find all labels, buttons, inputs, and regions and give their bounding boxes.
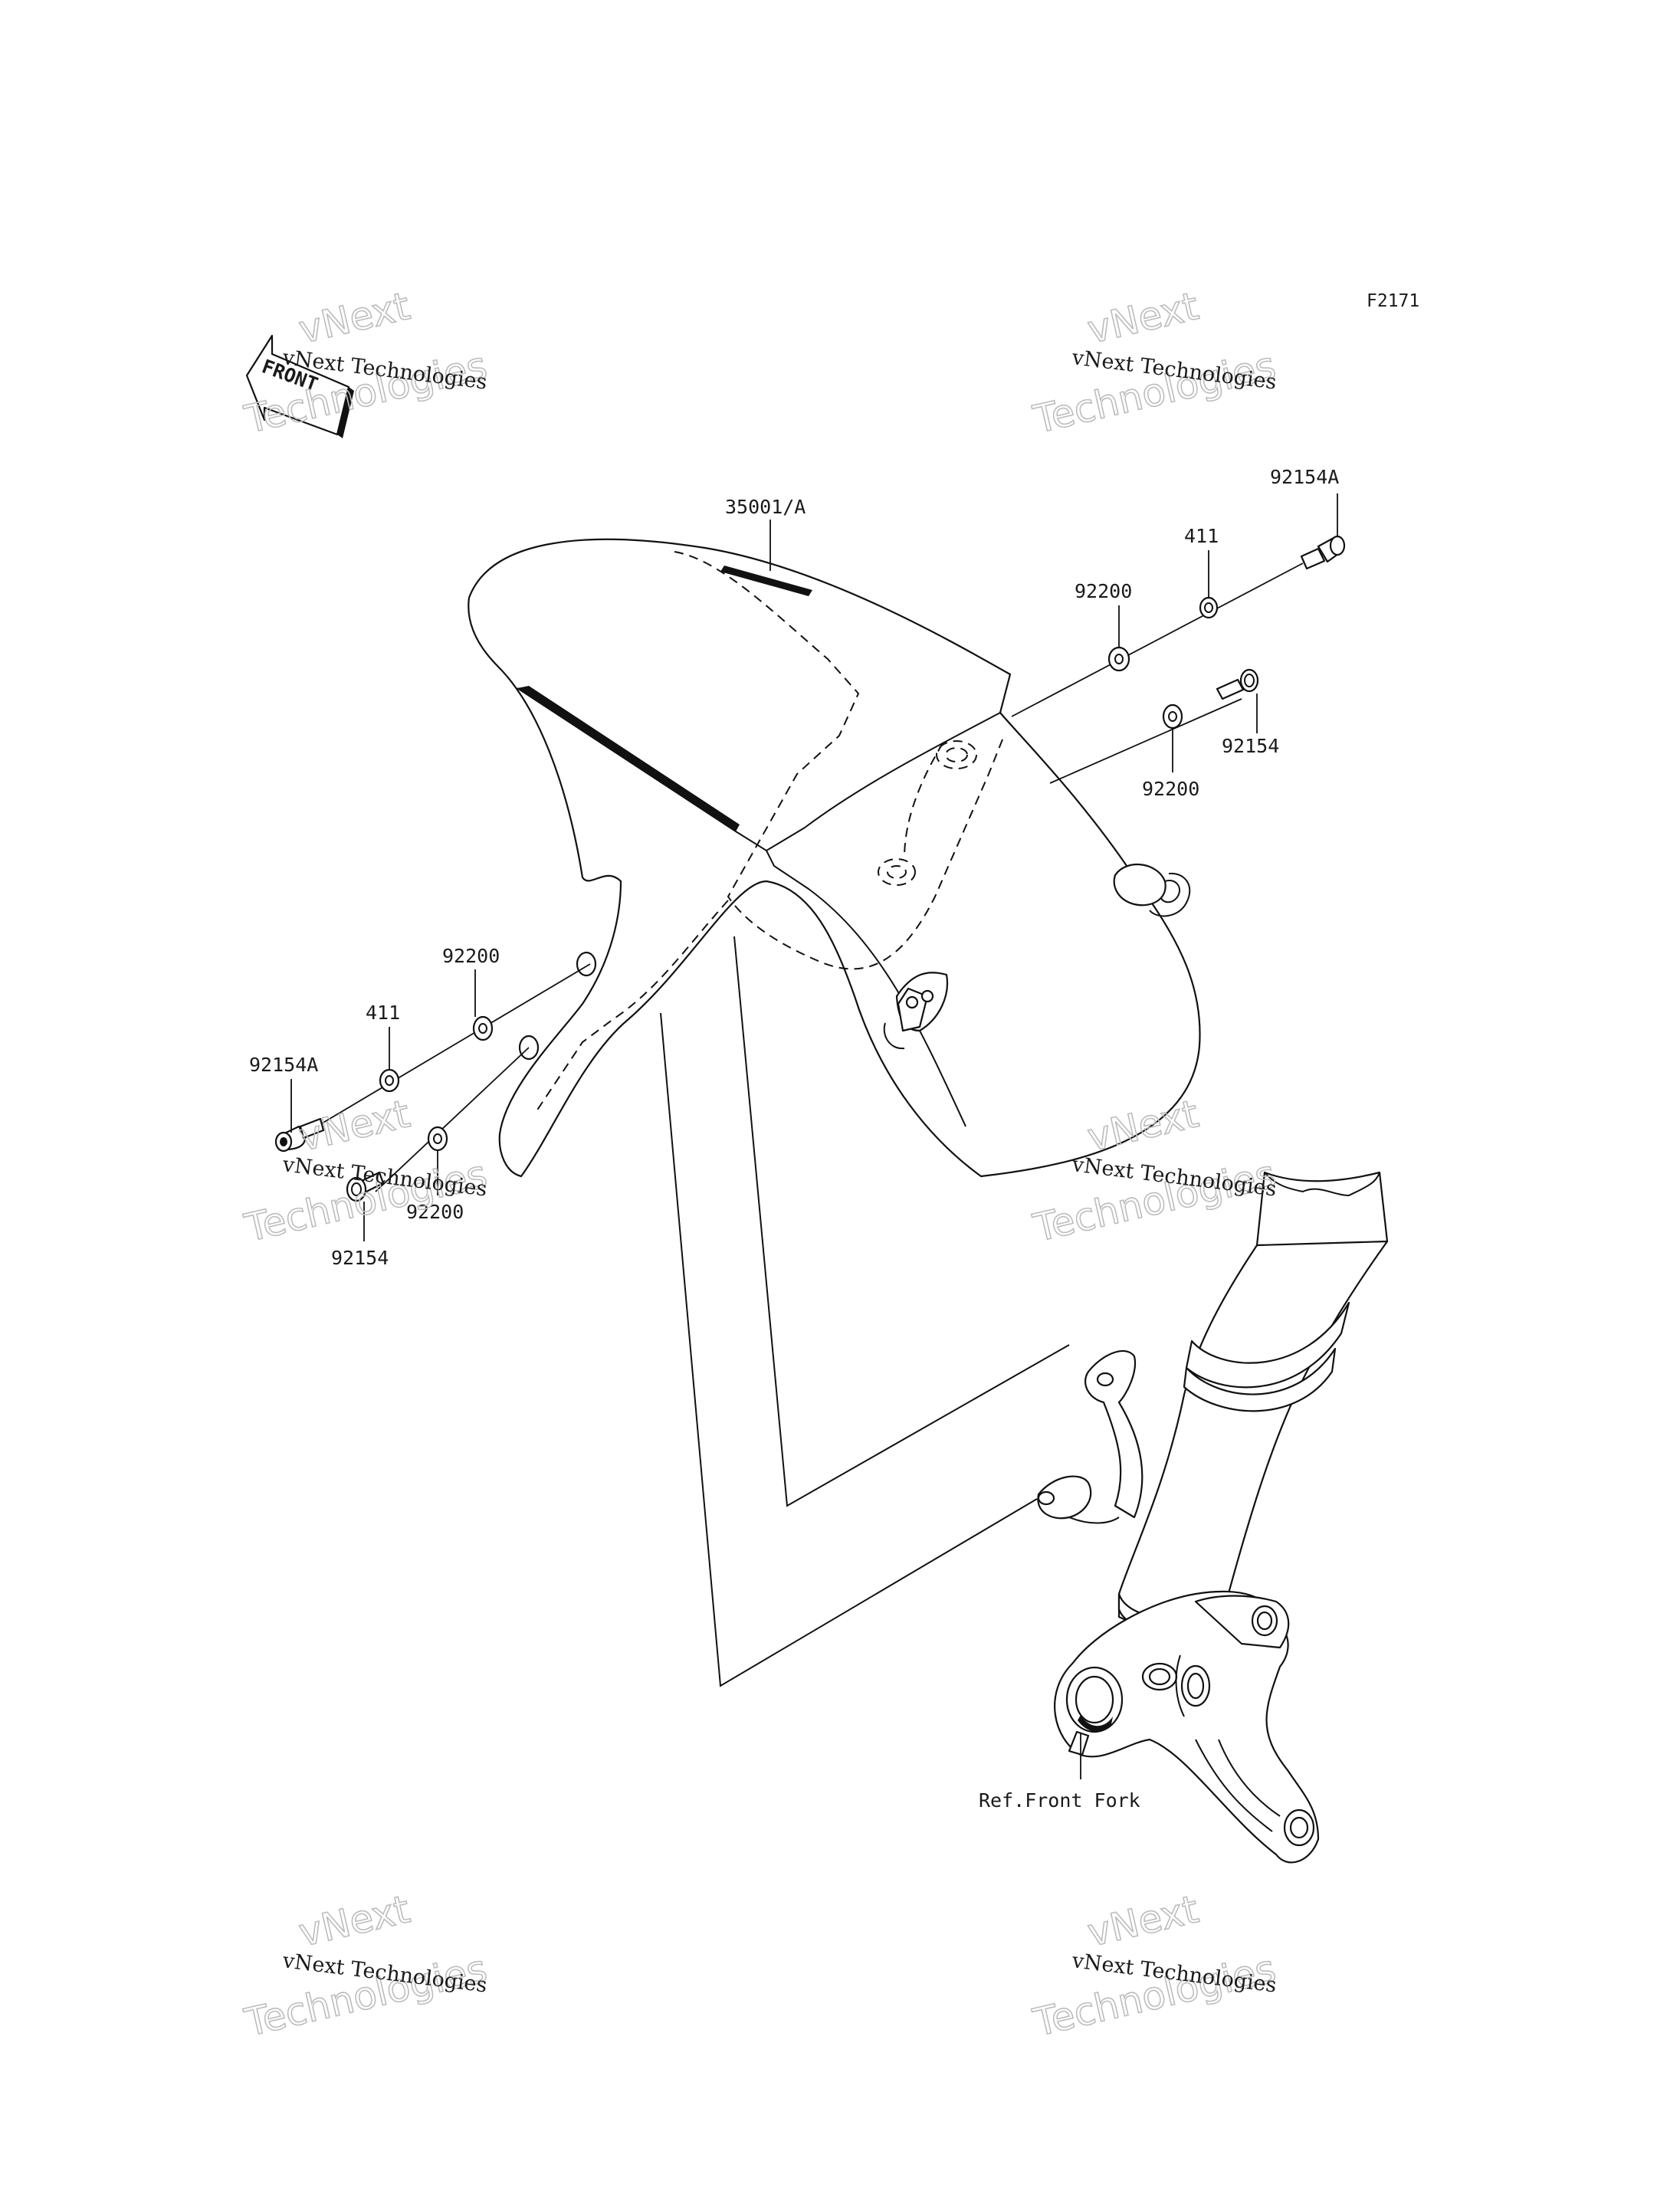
label-ref-front-fork: Ref.Front Fork: [979, 1789, 1140, 1812]
label-92200-left-lower: 92200: [406, 1201, 464, 1223]
watermark-mid-left: vNext Technologies vNext Technologies: [240, 1091, 492, 1251]
label-411-left: 411: [366, 1002, 400, 1024]
svg-text:vNext: vNext: [295, 1091, 414, 1159]
diagram-code: F2171: [1367, 291, 1419, 311]
watermark-bottom-right: vNext Technologies vNext Technologies: [1029, 1887, 1281, 2046]
label-92154a-left: 92154A: [249, 1054, 318, 1076]
watermark-top-right: vNext Technologies vNext Technologies: [1029, 284, 1281, 443]
fastener-group-top: [1011, 535, 1346, 784]
label-92154-top: 92154: [1222, 735, 1279, 757]
watermark-bottom-left: vNext Technologies vNext Technologies: [240, 1887, 492, 2046]
bolt-92154a-left: [274, 1117, 325, 1153]
svg-text:vNext: vNext: [1084, 1887, 1203, 1955]
washer-92200-left-lower: [427, 1126, 448, 1152]
label-92200-top-upper: 92200: [1075, 580, 1132, 602]
collar-411-left: [379, 1068, 400, 1093]
bolt-92154a-top: [1300, 535, 1346, 570]
bolt-92154-top: [1216, 668, 1259, 700]
front-fender: [468, 538, 1201, 1178]
label-411-top: 411: [1184, 525, 1219, 547]
washer-92200-top-lower: [1162, 703, 1183, 730]
svg-text:vNext: vNext: [295, 284, 414, 352]
svg-text:vNext: vNext: [1084, 284, 1203, 352]
bolt-92154-left: [346, 1171, 385, 1202]
label-92154-left: 92154: [331, 1247, 389, 1269]
label-leaders: [290, 494, 1338, 1779]
label-92154a-top: 92154A: [1270, 466, 1339, 488]
fork-outline: [660, 936, 1070, 1687]
label-92200-left-upper: 92200: [442, 945, 500, 967]
fastener-group-left: [274, 963, 591, 1202]
svg-text:vNext: vNext: [295, 1887, 414, 1955]
label-35001a: 35001/A: [725, 496, 806, 518]
watermark-mid-right: vNext Technologies vNext Technologies: [1029, 1091, 1281, 1251]
washer-92200-left-upper: [472, 1015, 494, 1041]
label-92200-top-lower: 92200: [1142, 778, 1199, 800]
washer-92200-top-upper: [1107, 646, 1130, 672]
part-labels: 35001/A 92154A 411 92200 92154 92200 922…: [249, 466, 1339, 1812]
front-fork-lower: [1037, 1171, 1389, 1864]
collar-411-top: [1199, 596, 1219, 619]
